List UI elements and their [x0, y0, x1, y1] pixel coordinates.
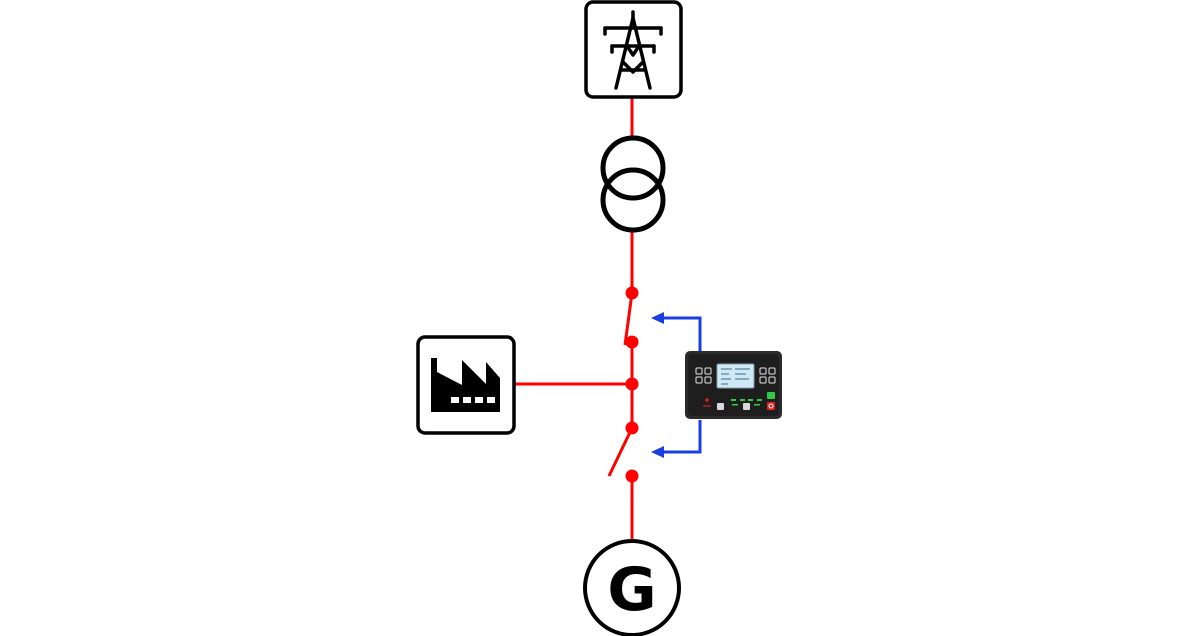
mains-breaker-top-contact [625, 286, 639, 300]
control-lines [660, 316, 702, 454]
control-arrowheads [651, 312, 664, 458]
generator-breaker-bottom-contact [625, 469, 639, 483]
power-lines [514, 97, 634, 548]
generator-breaker-top-contact [625, 421, 639, 435]
generator-breaker-control-arrow [651, 446, 664, 458]
mains-breaker-control-line [660, 316, 702, 352]
bus-junction [625, 377, 639, 391]
controller-panel-icon [685, 351, 782, 419]
generator-label: G [607, 555, 656, 625]
mains-breaker-blade [623, 292, 634, 346]
factory-icon [416, 335, 516, 435]
transformer-secondary-winding [600, 167, 666, 233]
mains-breaker-bottom-contact [625, 335, 639, 349]
controller-screen [716, 363, 755, 389]
controller-right-keypad [759, 367, 776, 384]
transmission-tower-icon [584, 0, 683, 99]
generator-breaker-blade [607, 427, 634, 477]
controller-start-button [767, 392, 775, 399]
controller-gen-button [743, 403, 750, 410]
controller-alarm-indicator [705, 398, 709, 402]
mains-breaker-control-arrow [651, 312, 664, 324]
controller-left-keypad [695, 367, 712, 384]
transformer-primary-winding [600, 135, 666, 201]
generator-breaker-control-line [660, 420, 702, 454]
transformer-icon [600, 135, 666, 233]
generator-icon: G [583, 539, 681, 636]
breaker-contacts [625, 286, 639, 483]
controller-stop-button [767, 402, 775, 410]
controller-mains-button [717, 403, 724, 410]
